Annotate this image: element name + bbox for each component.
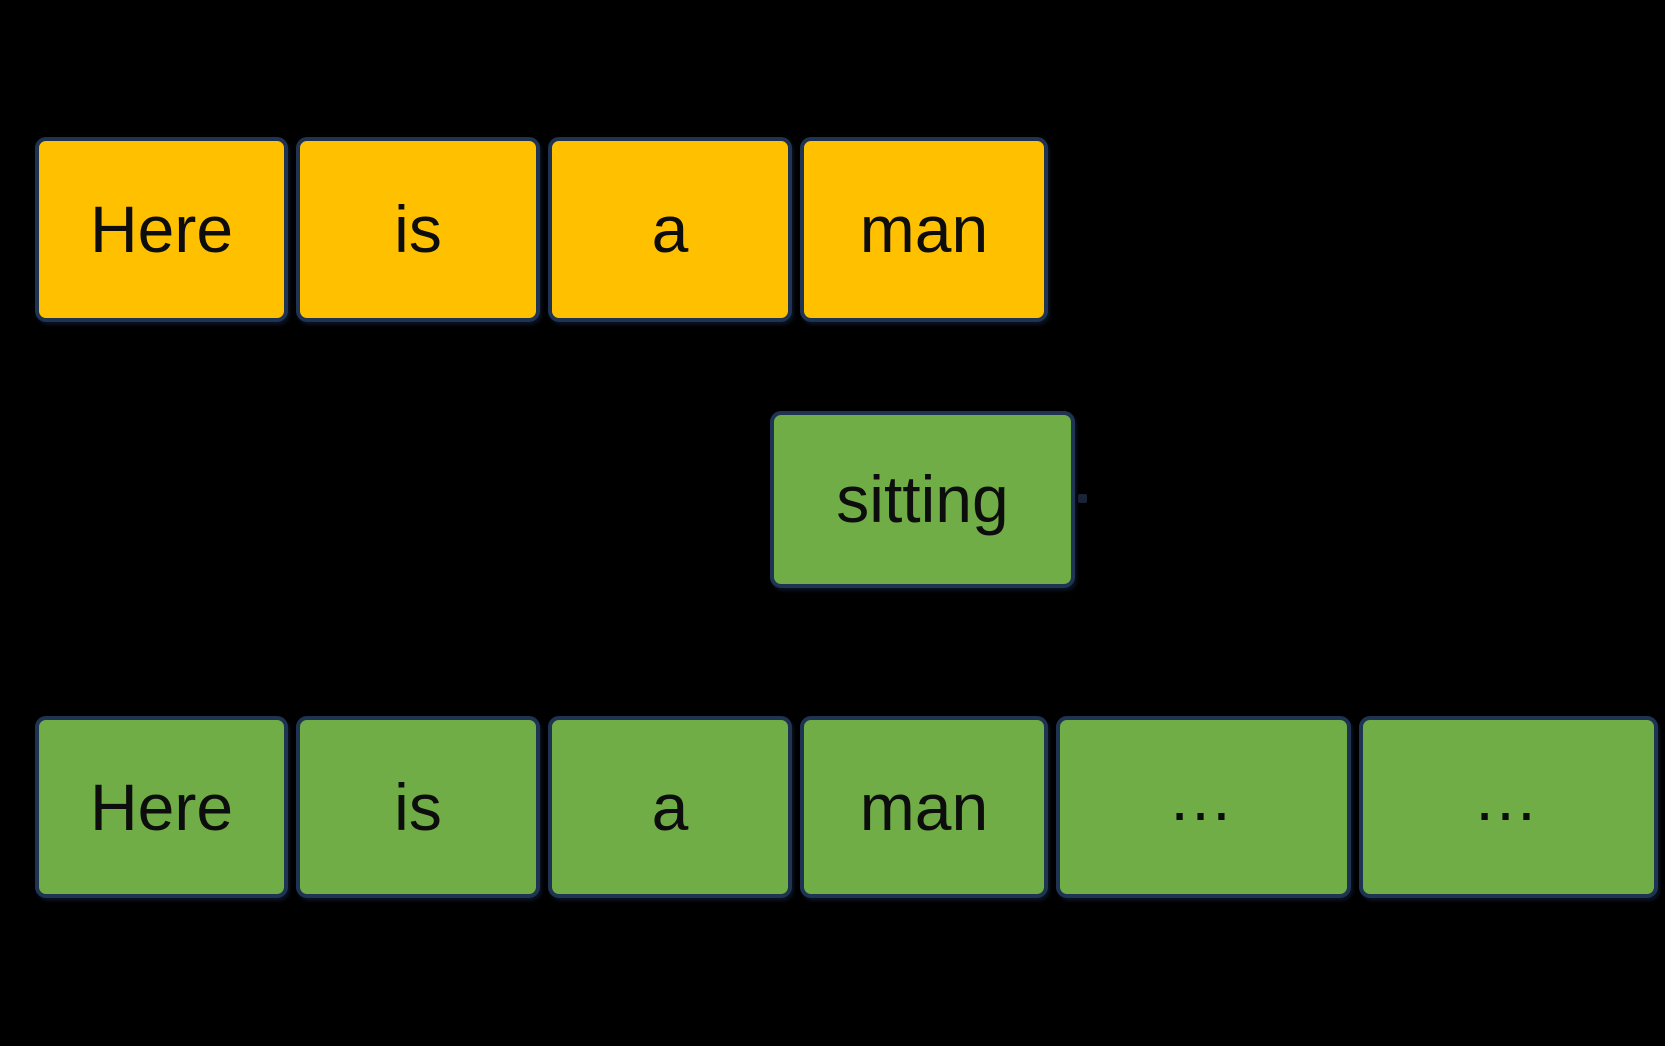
arrow-stub-mark xyxy=(1078,494,1087,503)
output-token-box-2: is xyxy=(296,716,540,898)
token-label: sitting xyxy=(836,462,1009,537)
input-token-box-2: is xyxy=(296,137,540,322)
input-token-box-1: Here xyxy=(35,137,288,322)
token-label: man xyxy=(859,192,989,267)
output-token-box-6: … xyxy=(1359,716,1658,898)
input-token-box-4: man xyxy=(800,137,1048,322)
token-label: Here xyxy=(89,192,234,267)
output-token-box-1: Here xyxy=(35,716,288,898)
token-label: man xyxy=(859,769,989,844)
token-label: Here xyxy=(89,769,234,844)
input-token-box-3: a xyxy=(548,137,792,322)
token-label: is xyxy=(394,192,442,267)
output-token-box-4: man xyxy=(800,716,1048,898)
token-label: is xyxy=(394,769,442,844)
output-token-box-5: … xyxy=(1056,716,1351,898)
output-token-box-3: a xyxy=(548,716,792,898)
predicted-token-box: sitting xyxy=(770,411,1075,588)
token-label: … xyxy=(1472,759,1545,834)
token-label: … xyxy=(1167,759,1240,834)
token-label: a xyxy=(651,769,689,844)
token-label: a xyxy=(651,192,689,267)
